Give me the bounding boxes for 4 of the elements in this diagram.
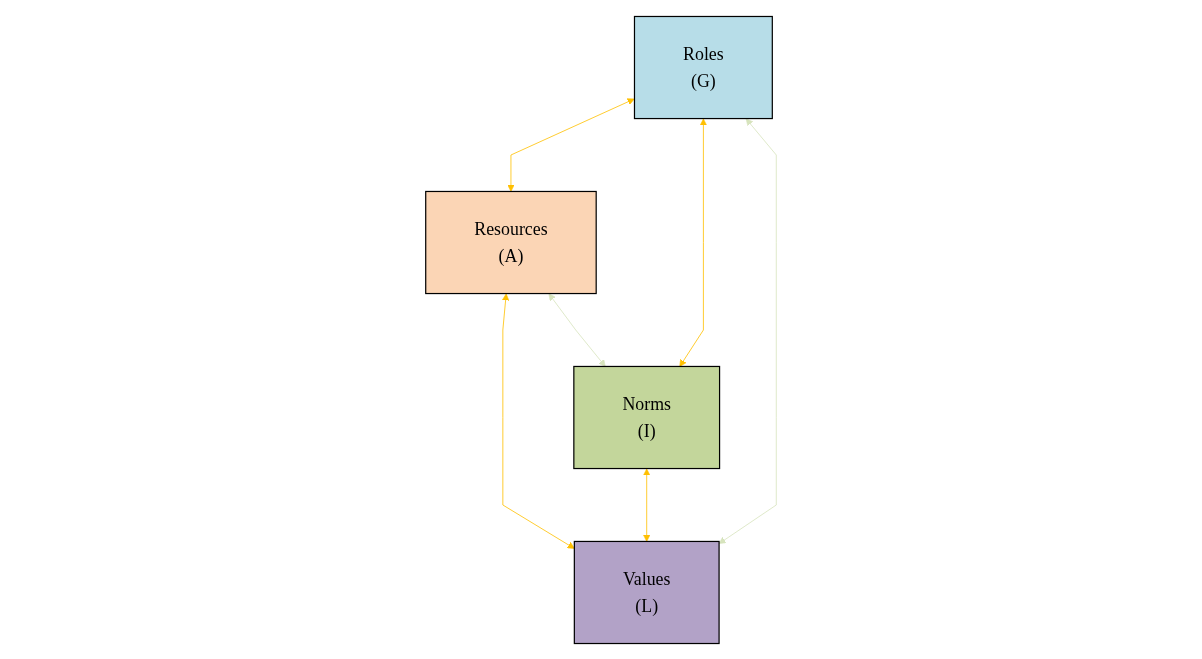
- node-box: Resources (A): [425, 190, 597, 294]
- node-box: Norms (I): [573, 365, 721, 469]
- node-box: Values (L): [573, 540, 720, 644]
- node-box: Roles (G): [633, 15, 773, 119]
